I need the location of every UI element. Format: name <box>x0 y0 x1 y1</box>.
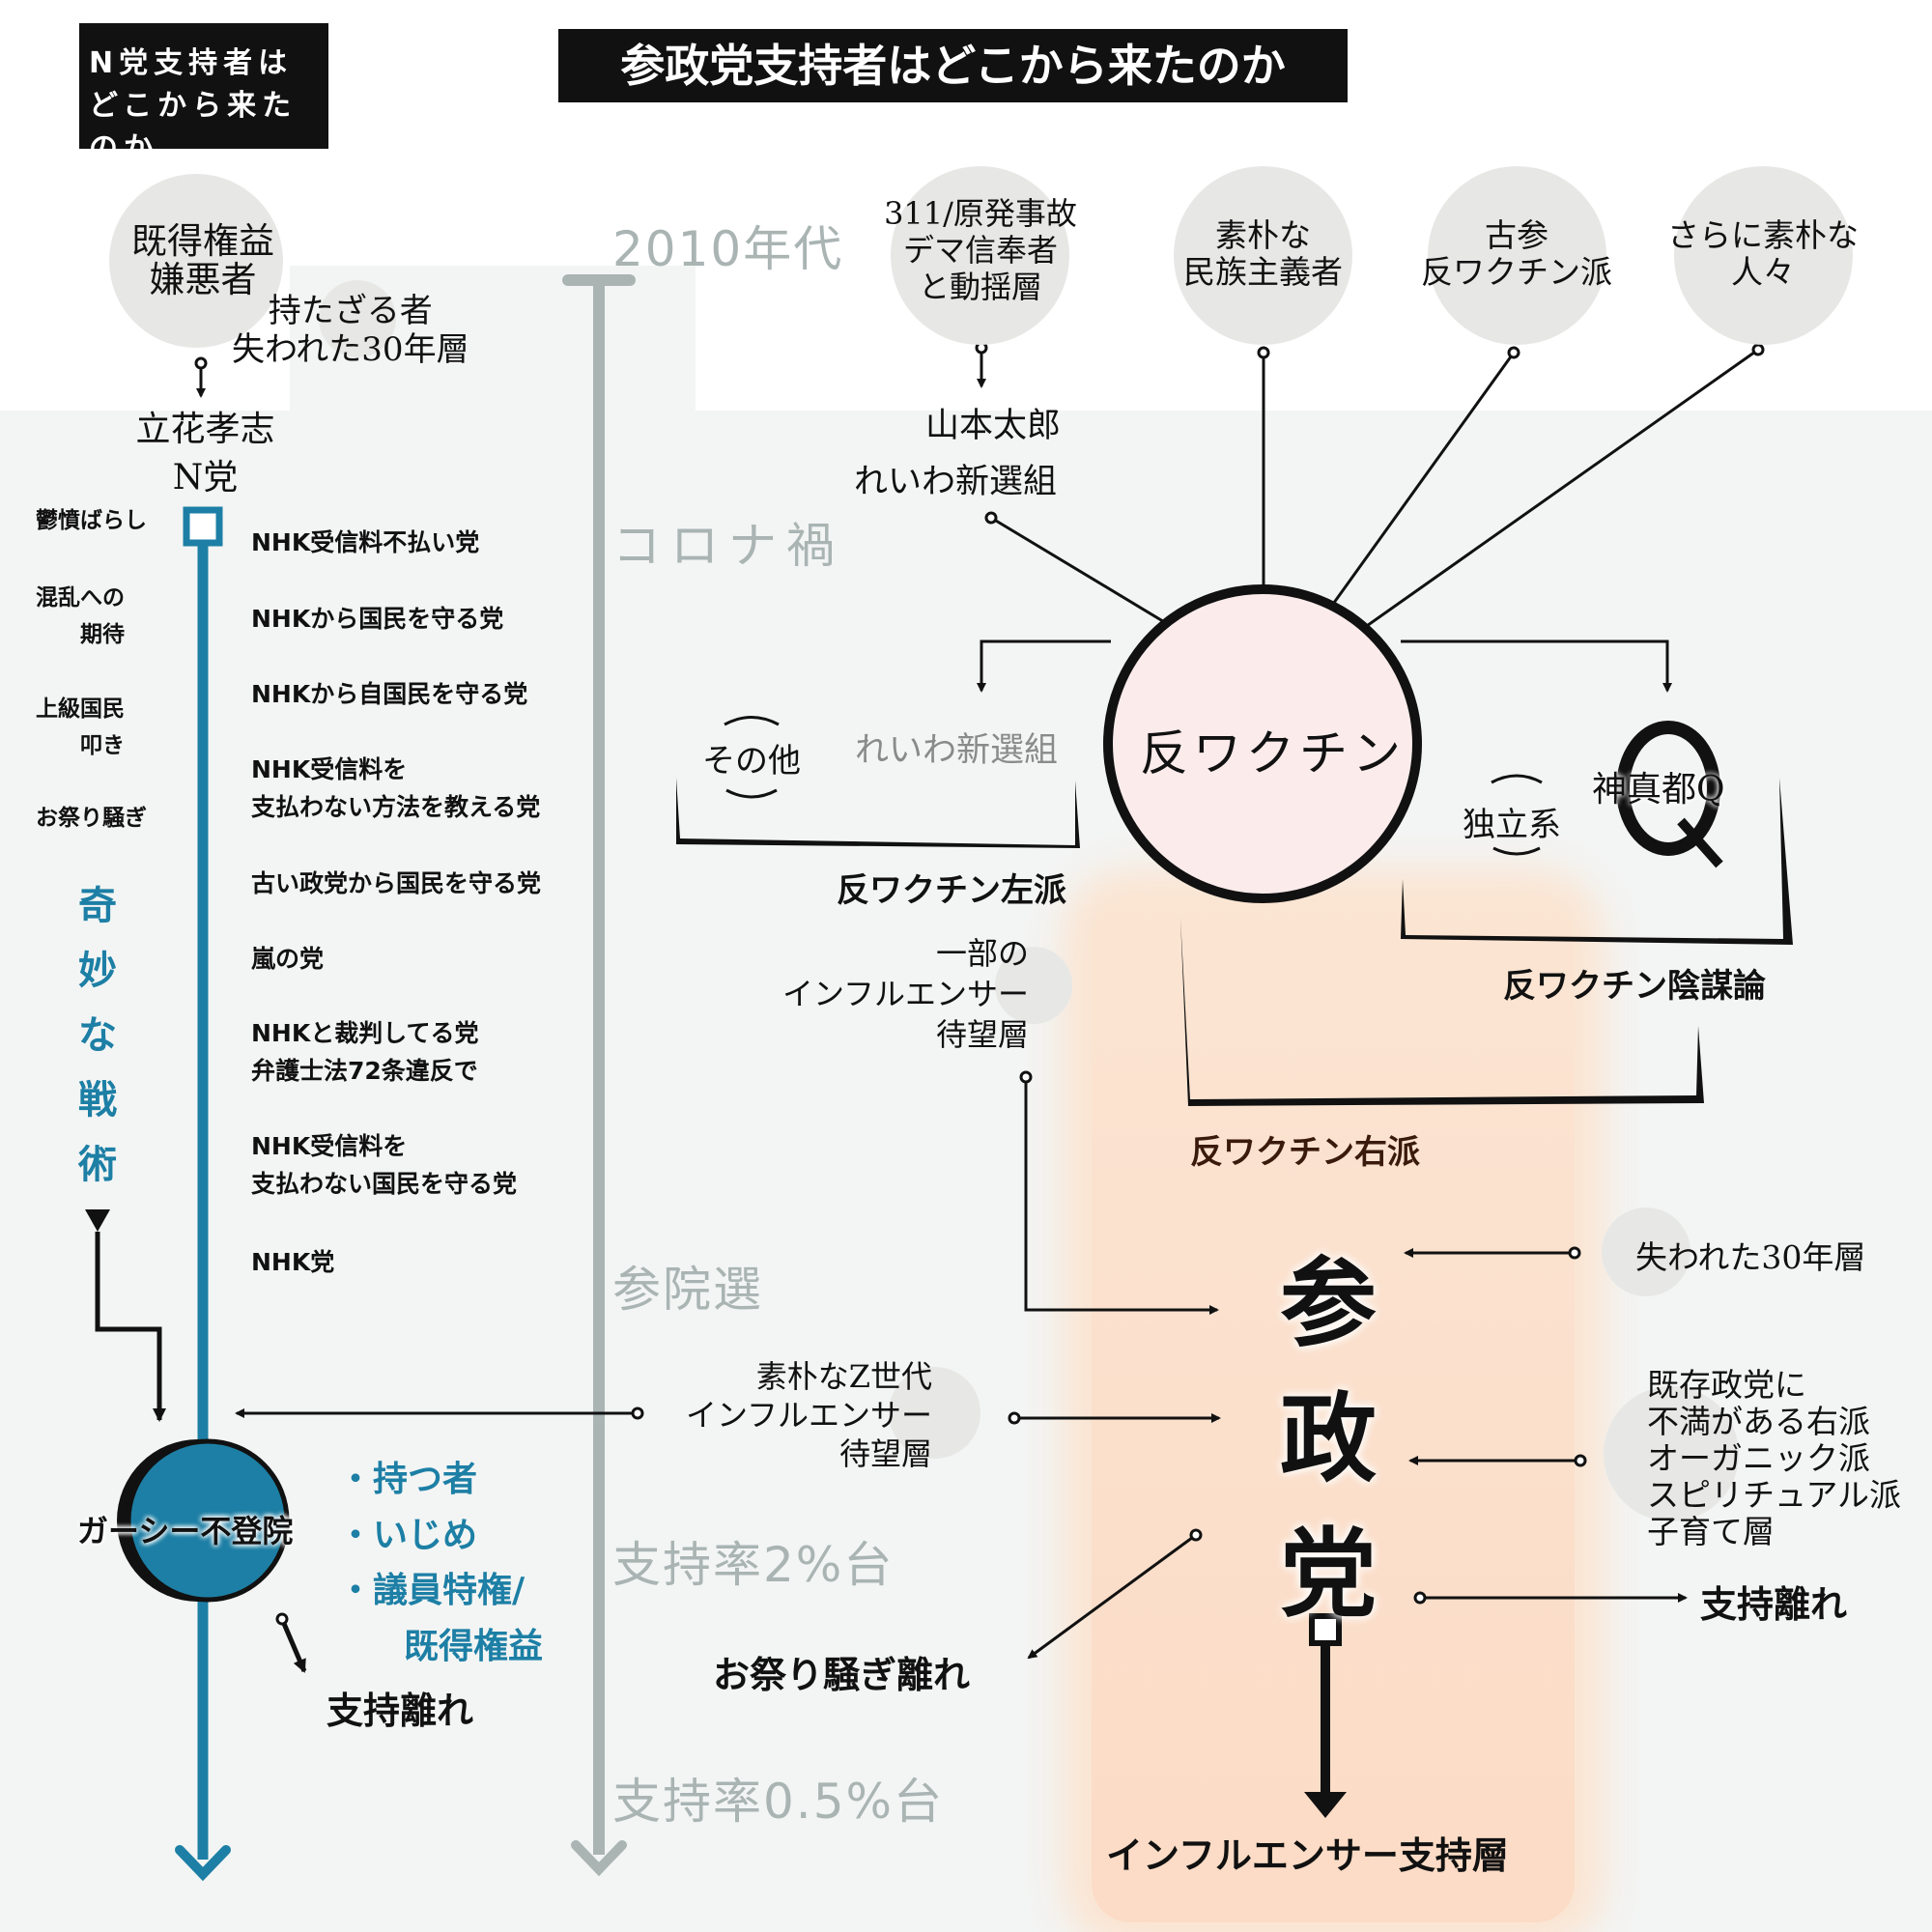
party-name-5: 古い政党から国民を守る党 <box>251 869 542 897</box>
party-name-2: NHKから国民を守る党 <box>251 605 504 633</box>
left-wing-bracket <box>676 778 1080 848</box>
sanseito-down-arrowhead <box>1304 1792 1347 1818</box>
side-label-venting: 鬱憤ばらし <box>36 508 147 533</box>
party-name-8: NHK受信料を 支払わない国民を守る党 <box>251 1132 518 1198</box>
nuclear-misinformation-label: 311/原発事故 デマ信奉者 と動揺層 <box>884 195 1077 305</box>
reiwa-gray-label: れいわ新選組 <box>855 731 1059 770</box>
nuclear-bubble <box>891 166 1069 345</box>
n-party-title: N党支持者は どこから来たのか <box>79 23 328 165</box>
side-label-elite-bashing: 上級国民 叩き <box>36 696 125 758</box>
era-upper-house: 参院選 <box>612 1262 763 1318</box>
tachibana-n-party-label: 立花孝志 N党 <box>135 410 275 497</box>
sanseito-to-festival-leave-arrow <box>1027 1528 1203 1660</box>
era-corona: コロナ禍 <box>612 518 844 574</box>
other-arc-top <box>724 716 780 726</box>
n-party-arrowhead <box>175 1845 231 1882</box>
q-logo-tail <box>1677 817 1723 868</box>
strategy-triangle <box>85 1209 110 1232</box>
antivax-label: 反ワクチン <box>1140 725 1406 781</box>
party-name-7: NHKと裁判してる党 弁護士法72条違反で <box>251 1019 479 1085</box>
party-name-1: NHK受信料不払い党 <box>251 528 480 556</box>
right-dissatisfied-label: 既存政党に 不満がある右派 オーガニック派 スピリチュアル派 子育て層 <box>1647 1366 1902 1550</box>
party-name-3: NHKから自国民を守る党 <box>251 680 528 708</box>
veteran-antivax-bubble <box>1428 166 1606 345</box>
q-logo-ring <box>1616 721 1720 856</box>
gaasy-label: ガーシー不登院 <box>77 1513 294 1549</box>
n-party-start-square <box>183 506 223 547</box>
reiwa-to-antivax-arrow <box>984 511 1192 639</box>
yamamoto-label: 山本太郎 <box>925 407 1062 445</box>
gaasy-leave-arrow <box>275 1612 307 1673</box>
bullet-bullying: ・いじめ <box>338 1516 478 1555</box>
festival-leave-label: お祭り騒ぎ離れ <box>713 1654 971 1696</box>
reiwa-label: れいわ新選組 <box>854 463 1058 501</box>
sanseito-char-2: 政 <box>1280 1381 1377 1495</box>
right-wing-bracket <box>1180 918 1704 1106</box>
party-name-6: 嵐の党 <box>251 945 325 973</box>
timeline-arrowhead <box>571 1840 627 1877</box>
influencer-wait-bubble <box>995 947 1072 1024</box>
naive-people-label: さらに素朴な 人々 <box>1667 216 1859 291</box>
sanseito-char-1: 参 <box>1280 1246 1377 1360</box>
gaasy-leave-label: 支持離れ <box>327 1690 474 1732</box>
antivax-circle <box>1103 584 1422 903</box>
independent-arc-bottom <box>1492 846 1541 856</box>
era-support-05: 支持率0.5%台 <box>612 1774 945 1830</box>
party-name-9: NHK党 <box>251 1248 335 1276</box>
have-nots-bubble <box>319 280 396 357</box>
independent-arc-top <box>1491 774 1543 784</box>
conspiracy-label: 反ワクチン陰謀論 <box>1503 967 1766 1006</box>
naive-people-bubble <box>1674 166 1853 345</box>
other-label: その他 <box>702 742 801 781</box>
bullet-vested: 既得権益 <box>404 1627 544 1666</box>
genz-bubble <box>889 1367 980 1459</box>
vested-interest-hater-label: 既得権益 嫌悪者 <box>131 220 274 300</box>
side-label-chaos: 混乱への 期待 <box>36 585 125 647</box>
influencer-to-sanseito-arrow <box>1019 1070 1219 1315</box>
right-wing-label: 反ワクチン右派 <box>1190 1133 1420 1172</box>
strange-tactics-label: 奇 妙 な 戦 術 <box>78 884 117 1187</box>
lost30-label: 失われた30年層 <box>1635 1238 1866 1276</box>
antivax-right-split <box>1401 639 1672 693</box>
era-2010s: 2010年代 <box>612 221 844 277</box>
naive-nationalist-label: 素朴な 民族主義者 <box>1183 216 1343 291</box>
genz-label: 素朴なZ世代 インフルエンサー 待望層 <box>685 1358 932 1472</box>
dissatisfied-bubble <box>1604 1386 1739 1521</box>
sanseito-char-3: 党 <box>1280 1517 1377 1631</box>
influencer-wait-label: 一部の インフルエンサー 待望層 <box>781 935 1029 1053</box>
era-support-2: 支持率2%台 <box>612 1537 895 1593</box>
have-nots-label: 持たざる者 失われた30年層 <box>232 292 469 369</box>
other-arc-bottom <box>725 788 778 799</box>
gaasy-circle <box>126 1438 290 1603</box>
left-wing-label: 反ワクチン左派 <box>837 871 1066 910</box>
strategy-connector <box>95 1232 166 1422</box>
bullet-privilege: ・議員特権/ <box>338 1571 526 1610</box>
main-title: 参政党支持者はどこから来たのか <box>558 29 1348 102</box>
sanseito-leave-label: 支持離れ <box>1700 1583 1848 1626</box>
shinshin-q-label: 神真都Q <box>1592 770 1725 810</box>
naive-to-antivax-arrow <box>1346 343 1765 641</box>
independent-label: 独立系 <box>1463 806 1561 844</box>
party-name-4: NHK受信料を 支払わない方法を教える党 <box>251 755 541 821</box>
antivax-left-split <box>977 639 1111 693</box>
side-label-festival: お祭り騒ぎ <box>36 806 147 831</box>
veteran-antivax-label: 古参 反ワクチン派 <box>1421 216 1612 291</box>
lost30-bubble <box>1602 1208 1690 1296</box>
nationalist-bubble <box>1174 166 1352 345</box>
bullet-haves: ・持つ者 <box>338 1460 478 1499</box>
vested-interest-bubble <box>109 174 283 348</box>
influencer-base-label: インフルエンサー支持層 <box>1106 1834 1509 1877</box>
sanseito-highlight-panel <box>1092 898 1575 1922</box>
